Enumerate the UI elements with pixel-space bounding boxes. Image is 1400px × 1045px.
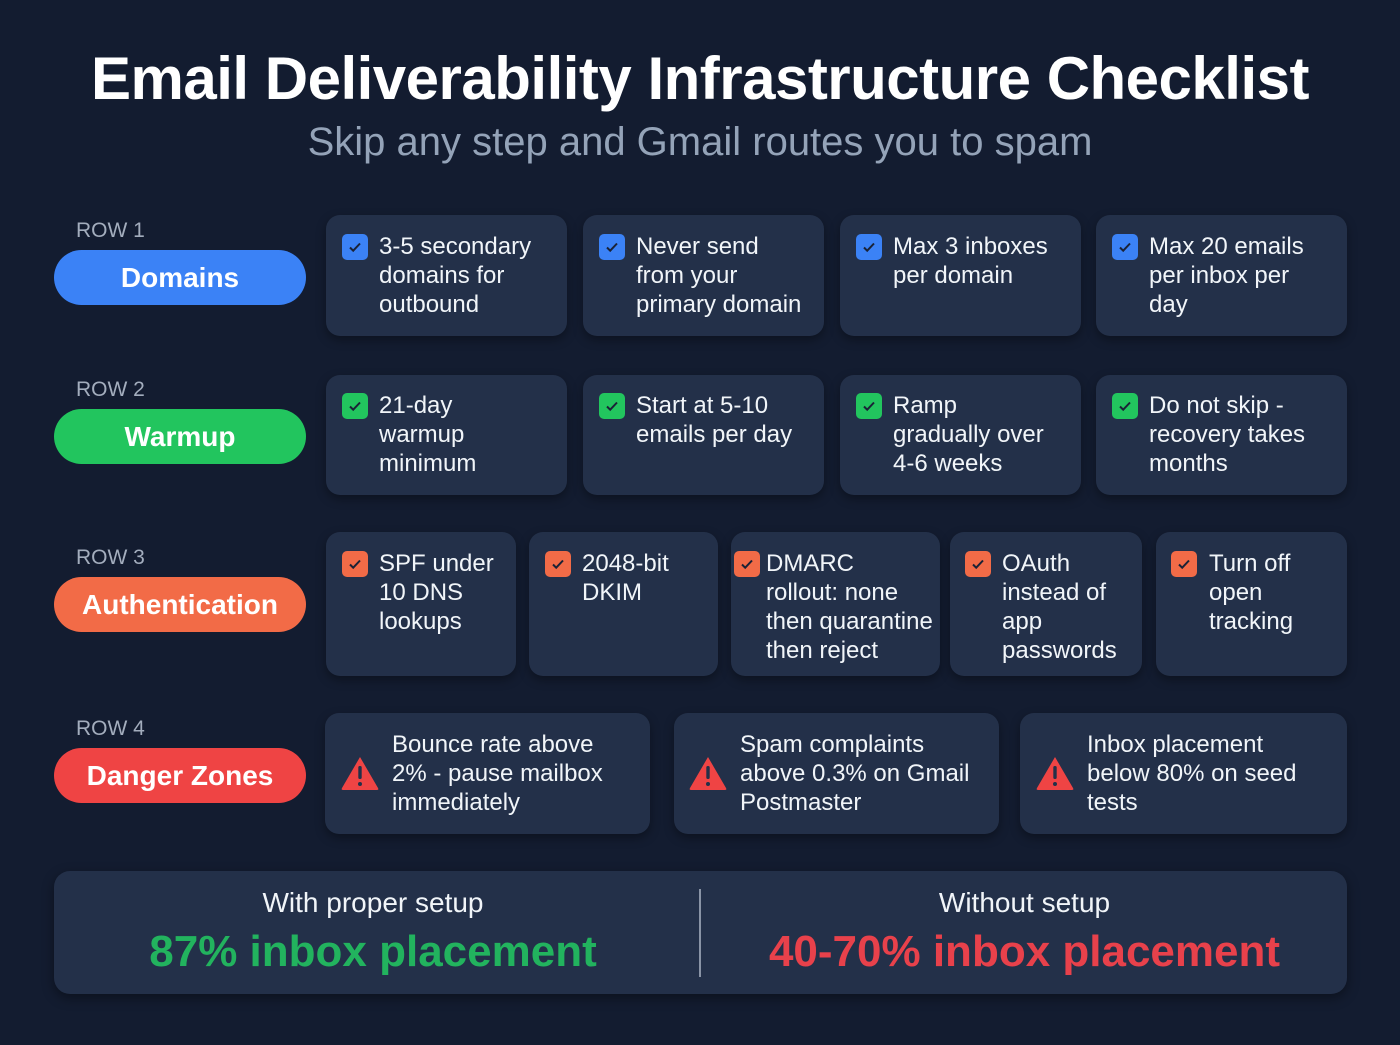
card-text-line: Start at 5-10 bbox=[636, 392, 769, 419]
warning-icon bbox=[341, 757, 379, 790]
checklist-card: Ramp gradually over 4-6 weeks bbox=[840, 375, 1081, 495]
checklist-card: 3-5 secondary domains for outbound bbox=[326, 215, 567, 336]
checkbox-checked-icon[interactable] bbox=[734, 551, 760, 577]
card-text-line: passwords bbox=[1002, 637, 1117, 664]
checklist-card: OAuth instead of app passwords bbox=[950, 532, 1142, 676]
card-text-line: DKIM bbox=[582, 579, 642, 606]
card-text-line: Never send bbox=[636, 233, 759, 260]
card-text-line: above 0.3% on Gmail bbox=[740, 760, 970, 787]
card-text-line: then reject bbox=[766, 637, 879, 664]
card-text-line: Ramp bbox=[893, 392, 958, 419]
card-text-line: Do not skip - bbox=[1149, 392, 1284, 419]
category-pill-domains: Domains bbox=[54, 250, 306, 305]
checklist-card: Do not skip - recovery takes months bbox=[1096, 375, 1347, 495]
checklist-card: Start at 5-10 emails per day bbox=[583, 375, 824, 495]
card-text-line: gradually over bbox=[893, 421, 1044, 448]
card-text-line: immediately bbox=[392, 789, 521, 816]
checklist-card: SPF under 10 DNS lookups bbox=[326, 532, 516, 676]
checkbox-checked-icon[interactable] bbox=[1112, 393, 1138, 419]
card-text-line: from your bbox=[636, 262, 738, 289]
card-text-line: tracking bbox=[1209, 608, 1294, 635]
checklist-card: Turn off open tracking bbox=[1156, 532, 1347, 676]
card-text-line: per domain bbox=[893, 262, 1014, 289]
card-text-line: Postmaster bbox=[740, 789, 862, 816]
checkbox-checked-icon[interactable] bbox=[599, 393, 625, 419]
card-text-line: OAuth bbox=[1002, 550, 1071, 577]
card-text-line: months bbox=[1149, 450, 1228, 477]
card-text-line: day bbox=[1149, 291, 1188, 318]
row-label: ROW 2 bbox=[76, 378, 145, 401]
card-text-line: 21-day bbox=[379, 392, 453, 419]
card-text-line: outbound bbox=[379, 291, 480, 318]
card-text-line: below 80% on seed bbox=[1087, 760, 1297, 787]
card-text-line: DMARC bbox=[766, 550, 854, 577]
category-pill-warmup: Warmup bbox=[54, 409, 306, 464]
category-pill-danger-zones: Danger Zones bbox=[54, 748, 306, 803]
card-text-line: 2048-bit bbox=[582, 550, 669, 577]
checkbox-checked-icon[interactable] bbox=[342, 551, 368, 577]
card-text-line: open bbox=[1209, 579, 1263, 606]
checkbox-checked-icon[interactable] bbox=[1112, 234, 1138, 260]
card-text-line: warmup bbox=[379, 421, 465, 448]
card-text-line: tests bbox=[1087, 789, 1138, 816]
checkbox-checked-icon[interactable] bbox=[856, 234, 882, 260]
card-text-line: 10 DNS bbox=[379, 579, 464, 606]
danger-card: Spam complaints above 0.3% on Gmail Post… bbox=[674, 713, 999, 834]
checkbox-checked-icon[interactable] bbox=[342, 234, 368, 260]
card-text-line: then quarantine bbox=[766, 608, 933, 635]
card-text-line: Max 3 inboxes bbox=[893, 233, 1048, 260]
without-setup-value: 40-70% inbox placement bbox=[768, 927, 1281, 976]
checkbox-checked-icon[interactable] bbox=[1171, 551, 1197, 577]
checklist-card: Max 3 inboxes per domain bbox=[840, 215, 1081, 336]
card-text-line: instead of bbox=[1002, 579, 1107, 606]
card-text-line: per inbox per bbox=[1149, 262, 1290, 289]
checkbox-checked-icon[interactable] bbox=[599, 234, 625, 260]
card-text-line: Bounce rate above bbox=[392, 731, 594, 758]
checkbox-checked-icon[interactable] bbox=[342, 393, 368, 419]
checklist-card: Never send from your primary domain bbox=[583, 215, 824, 336]
checklist-card: DMARC rollout: none then quarantine then… bbox=[731, 532, 940, 676]
card-text-line: 2% - pause mailbox bbox=[392, 760, 603, 787]
card-text-line: domains for bbox=[379, 262, 505, 289]
checkbox-checked-icon[interactable] bbox=[545, 551, 571, 577]
warning-icon bbox=[689, 757, 727, 790]
card-text-line: Inbox placement bbox=[1087, 731, 1264, 758]
card-text-line: Turn off bbox=[1209, 550, 1291, 577]
card-text-line: app bbox=[1002, 608, 1043, 635]
card-text-line: recovery takes bbox=[1149, 421, 1306, 448]
card-text-line: 3-5 secondary bbox=[379, 233, 532, 260]
checklist-card: Max 20 emails per inbox per day bbox=[1096, 215, 1347, 336]
row-label: ROW 4 bbox=[76, 717, 145, 740]
card-text-line: 4-6 weeks bbox=[893, 450, 1003, 477]
divider bbox=[699, 889, 701, 977]
card-text-line: emails per day bbox=[636, 421, 793, 448]
checklist-card: 2048-bit DKIM bbox=[529, 532, 718, 676]
checkbox-checked-icon[interactable] bbox=[856, 393, 882, 419]
row-label: ROW 3 bbox=[76, 546, 145, 569]
summary-panel: With proper setup 87% inbox placement Wi… bbox=[54, 871, 1347, 994]
card-text-line: minimum bbox=[379, 450, 477, 477]
page-subtitle: Skip any step and Gmail routes you to sp… bbox=[307, 120, 1093, 164]
card-text-line: Spam complaints bbox=[740, 731, 925, 758]
row-label: ROW 1 bbox=[76, 219, 145, 242]
card-text-line: SPF under bbox=[379, 550, 494, 577]
checkbox-checked-icon[interactable] bbox=[965, 551, 991, 577]
danger-card: Bounce rate above 2% - pause mailbox imm… bbox=[325, 713, 650, 834]
without-setup-label: Without setup bbox=[938, 887, 1111, 918]
card-text-line: lookups bbox=[379, 608, 462, 635]
card-text-line: rollout: none bbox=[766, 579, 899, 606]
page-title: Email Deliverability Infrastructure Chec… bbox=[91, 45, 1309, 112]
checklist-card: 21-day warmup minimum bbox=[326, 375, 567, 495]
card-text-line: primary domain bbox=[636, 291, 802, 318]
danger-card: Inbox placement below 80% on seed tests bbox=[1020, 713, 1347, 834]
with-setup-value: 87% inbox placement bbox=[149, 927, 597, 976]
with-setup-label: With proper setup bbox=[262, 887, 484, 918]
warning-icon bbox=[1036, 757, 1074, 790]
card-text-line: Max 20 emails bbox=[1149, 233, 1304, 260]
category-pill-authentication: Authentication bbox=[54, 577, 306, 632]
